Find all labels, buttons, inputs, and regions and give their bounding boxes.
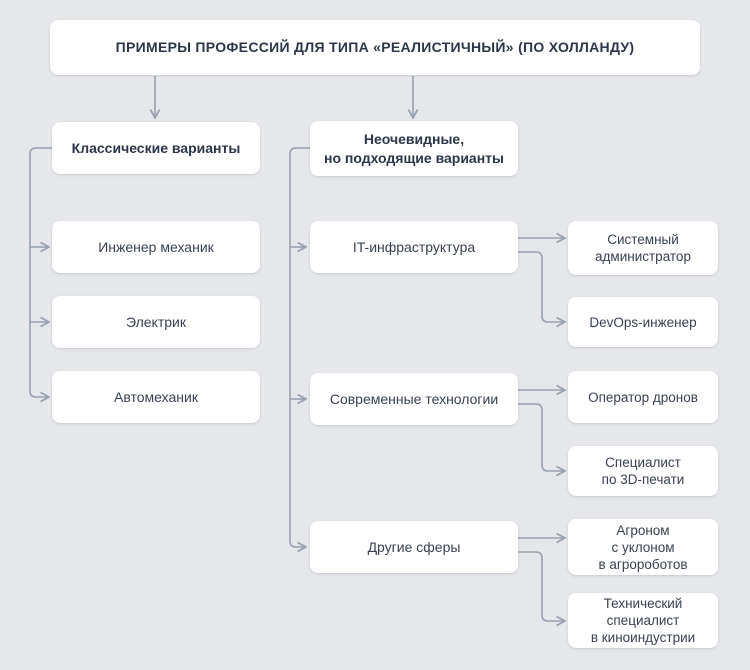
node-auto-mechanic: Автомеханик (52, 371, 260, 423)
node-cinema-tech-specialist-text: Технический специалист в киноиндустрии (590, 596, 696, 645)
node-it-infrastructure: IT-инфраструктура (310, 221, 518, 273)
node-drone-operator: Оператор дронов (568, 371, 718, 423)
node-nonobvious-header: Неочевидные, но подходящие варианты (310, 121, 518, 176)
node-nonobvious-header-text: Неочевидные, но подходящие варианты (324, 130, 504, 166)
connector-it-to-devops (518, 251, 566, 328)
node-other-spheres-text: Другие сферы (367, 538, 461, 555)
connector-modern-to-3dprint (518, 403, 566, 477)
node-engineer-mechanic: Инженер механик (52, 221, 260, 273)
node-other-spheres: Другие сферы (310, 521, 518, 573)
node-devops-engineer-text: DevOps-инженер (589, 314, 697, 330)
node-3d-print-specialist-text: Специалист по 3D-печати (601, 455, 685, 487)
node-auto-mechanic-text: Автомеханик (114, 388, 198, 405)
node-agronomist-agrorobots: Агроном с уклоном в агророботов (568, 519, 718, 575)
node-drone-operator-text: Оператор дронов (588, 389, 698, 405)
connector-nonobvious-trunk (289, 147, 310, 553)
node-system-administrator: Системный администратор (568, 221, 718, 275)
node-modern-technologies: Современные технологии (310, 373, 518, 425)
diagram-title-text: ПРИМЕРЫ ПРОФЕССИЙ ДЛЯ ТИПА «РЕАЛИСТИЧНЫЙ… (115, 39, 635, 55)
connector-other-to-cinema (518, 551, 566, 627)
node-modern-technologies-text: Современные технологии (329, 390, 499, 407)
node-it-infrastructure-text: IT-инфраструктура (352, 238, 476, 255)
node-system-administrator-text: Системный администратор (595, 232, 691, 264)
node-classic-header: Классические варианты (52, 122, 260, 174)
node-cinema-tech-specialist: Технический специалист в киноиндустрии (568, 593, 718, 648)
node-electrician: Электрик (52, 296, 260, 348)
node-3d-print-specialist: Специалист по 3D-печати (568, 446, 718, 496)
node-agronomist-agrorobots-text: Агроном с уклоном в агророботов (598, 522, 688, 572)
connector-classic-trunk (29, 147, 52, 403)
node-devops-engineer: DevOps-инженер (568, 297, 718, 347)
node-engineer-mechanic-text: Инженер механик (98, 238, 214, 255)
node-electrician-text: Электрик (126, 313, 186, 330)
diagram-title: ПРИМЕРЫ ПРОФЕССИЙ ДЛЯ ТИПА «РЕАЛИСТИЧНЫЙ… (50, 20, 700, 75)
node-classic-header-text: Классические варианты (71, 139, 241, 156)
